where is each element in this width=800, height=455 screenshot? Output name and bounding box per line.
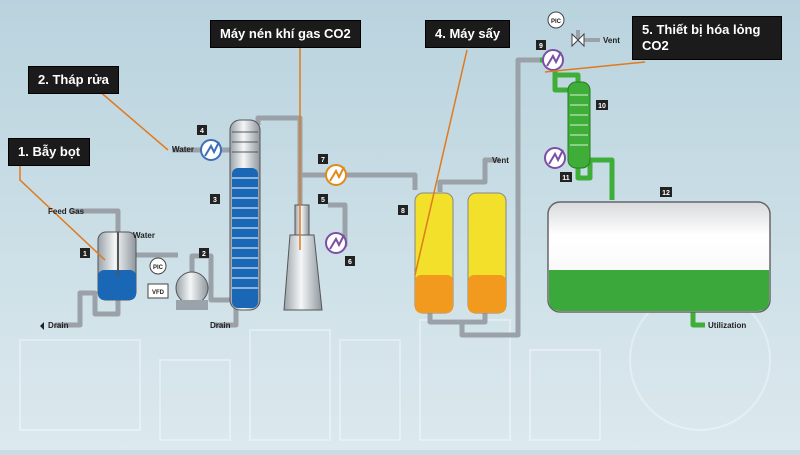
tag-8: 8 [401,208,405,215]
tag-7: 7 [321,157,325,164]
callout-liquefier-text: 5. Thiết bị hóa lỏng CO2 [642,22,761,53]
heat-exchanger-6 [325,232,347,254]
heat-exchanger-9 [542,49,564,71]
callout-washing-tower-text: 2. Tháp rửa [38,72,109,87]
leader-lines [19,45,646,276]
vfd-label: VFD [152,290,165,296]
heat-exchanger-4 [200,139,222,161]
tag-12: 12 [662,190,670,197]
vent-valve-icon [571,32,585,48]
heat-exchanger-7 [325,164,347,186]
blower-pump [175,271,209,310]
tag-11: 11 [562,175,570,182]
tag-4: 4 [200,128,204,135]
callout-foam-trap-text: 1. Bẫy bọt [18,144,81,159]
callout-washing-tower: 2. Tháp rửa [28,66,119,94]
tag-1: 1 [83,251,87,258]
callout-liquefier: 5. Thiết bị hóa lỏng CO2 [632,16,782,60]
water-trap-label: Water [133,231,155,240]
heat-exchanger-11 [544,147,566,169]
callout-dryer: 4. Máy sấy [425,20,511,48]
water-tower-label: Water [172,145,194,154]
feed-gas-label: Feed Gas [48,207,85,216]
callout-dryer-text: 4. Máy sấy [435,26,501,41]
callout-co2-compressor: Máy nén khí gas CO2 [210,20,361,48]
tag-3: 3 [213,197,217,204]
callout-co2-compressor-text: Máy nén khí gas CO2 [220,26,351,41]
foam-trap [97,231,137,301]
tag-9: 9 [539,43,543,50]
liquefier-column [567,81,591,169]
utilization-label: Utilization [708,321,746,330]
co2-storage-tank [547,201,771,313]
drain-arrow-icon [40,322,44,330]
drain-tower-label: Drain [210,321,231,330]
dryer-left [414,192,454,314]
washing-tower [229,119,261,311]
tag-10: 10 [598,103,606,110]
vent-dryer-label: Vent [492,156,509,165]
tag-2: 2 [202,251,206,258]
vfd-box [147,283,169,299]
tag-5: 5 [321,197,325,204]
pic-trap-label: PIC [153,265,164,271]
number-tags: 1 2 3 4 5 6 7 8 9 10 11 12 [80,40,672,266]
vent-liquefier-label: Vent [603,36,620,45]
co2-compressor [283,204,323,311]
callout-foam-trap: 1. Bẫy bọt [8,138,91,166]
tag-6: 6 [348,259,352,266]
drain-trap-label: Drain [48,321,69,330]
pic-gauge-trap [149,257,167,275]
dryer-right [467,192,507,314]
pic-top-label: PIC [551,19,562,25]
pic-gauge-top [547,11,565,29]
background-machinery [19,289,771,441]
